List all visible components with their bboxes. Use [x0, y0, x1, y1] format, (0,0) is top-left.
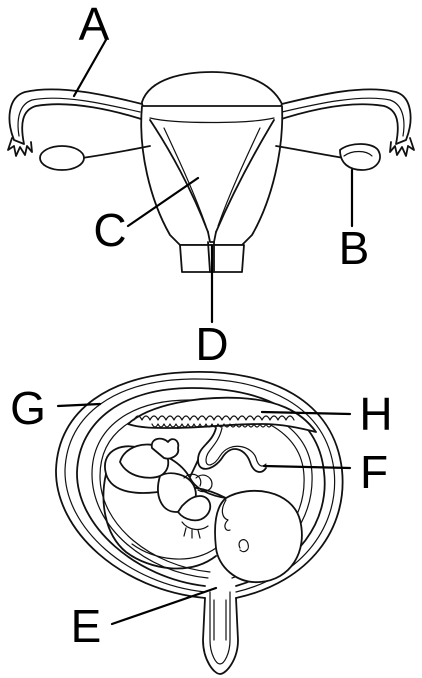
right-fimbriae	[389, 137, 415, 157]
umbilical-cord	[197, 427, 267, 473]
label-D: D	[195, 318, 228, 370]
left-fallopian-tube	[8, 88, 151, 145]
fetus-knee	[183, 473, 202, 487]
uterine-wall-mid	[64, 378, 336, 593]
fetus-leg-upper	[119, 443, 170, 479]
leader-E	[110, 586, 218, 626]
right-ovary-outline	[343, 150, 373, 157]
uterine-cavity-left-wall	[149, 119, 209, 233]
fetus-face	[221, 499, 231, 531]
placenta	[127, 396, 317, 433]
label-C: C	[93, 204, 126, 256]
vaginal-canal	[207, 241, 215, 273]
leader-F	[262, 464, 352, 470]
left-ovary	[39, 145, 85, 171]
right-fallopian-tube	[271, 88, 412, 145]
right-ovary	[339, 143, 381, 171]
leader-H	[260, 410, 352, 416]
right-ovarian-ligament	[275, 145, 345, 159]
right-tube-lumen	[281, 97, 405, 137]
fetus-back-fill	[131, 543, 217, 560]
cervical-canal	[207, 231, 217, 243]
fetus-foot	[150, 437, 180, 460]
label-A: A	[79, 0, 110, 50]
label-G: G	[10, 382, 46, 434]
fetus-ear	[238, 539, 249, 553]
placenta-villi	[133, 415, 295, 421]
uterus-body	[140, 105, 284, 246]
left-tube-lumen	[17, 97, 141, 137]
placenta-villi-lower	[151, 423, 273, 428]
label-H: H	[359, 388, 392, 440]
label-F: F	[360, 446, 388, 498]
cervix-inner	[209, 591, 231, 665]
label-E: E	[71, 600, 102, 652]
uterine-wall-outer	[55, 371, 344, 599]
uterine-cavity-right-wall	[215, 119, 275, 233]
uterus-fundus	[141, 71, 283, 109]
left-fimbriae	[7, 137, 33, 157]
umbilical-cord-inner	[205, 427, 267, 467]
leader-C	[126, 176, 200, 228]
fetus-back	[102, 473, 217, 570]
label-B: B	[339, 222, 370, 274]
fetus-head	[214, 489, 303, 583]
leader-A	[72, 36, 109, 98]
uterine-cavity	[149, 117, 275, 124]
pregnant-uterus-diagram	[55, 371, 344, 675]
cervical-plug	[213, 599, 227, 641]
left-ovarian-ligament	[81, 145, 151, 159]
uterine-wall-left-inner	[163, 127, 207, 227]
fetus-arm	[177, 495, 212, 522]
uterine-wall-inner	[76, 387, 326, 587]
cervix	[202, 597, 239, 675]
uterus-diagram	[7, 71, 415, 273]
uterine-wall-right-inner	[217, 127, 261, 227]
fetus-fist	[195, 474, 213, 493]
fetus-hand	[181, 521, 209, 539]
leader-G	[56, 402, 102, 408]
